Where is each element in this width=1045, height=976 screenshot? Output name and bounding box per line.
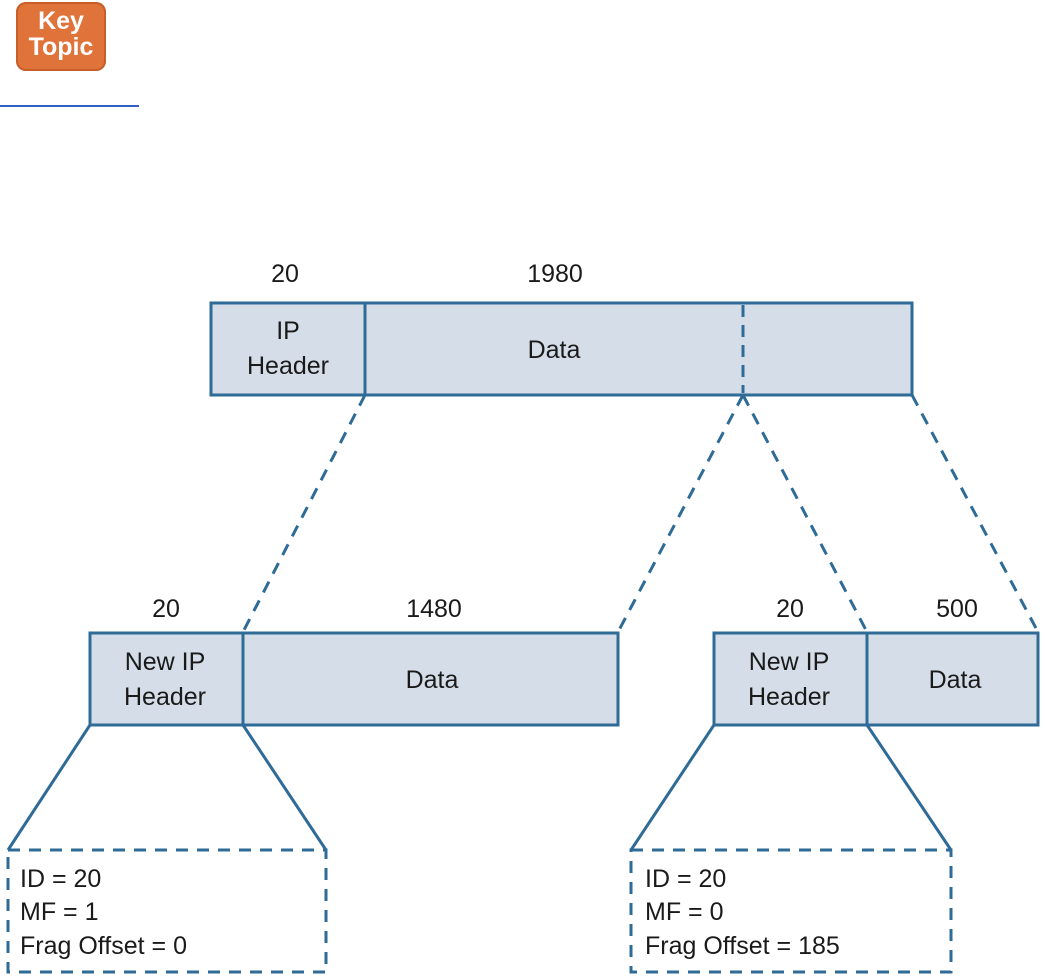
fragment2-fields-box [629, 848, 953, 974]
fragment2-id-field: ID = 20 [645, 865, 726, 893]
original-data-box [363, 301, 914, 397]
fragment2-offset-field: Frag Offset = 185 [645, 932, 840, 960]
badge-line-topic: Topic [28, 33, 94, 61]
fragment1-header-label-line1: New IP [125, 648, 206, 676]
fragment1-data-box [241, 631, 620, 727]
fragment2-callout-left [629, 724, 716, 851]
key-topic-badge: Key Topic [16, 2, 106, 71]
original-data-label: Data [528, 336, 581, 364]
fragment1-id-field: ID = 20 [20, 865, 101, 893]
projection-lines [241, 394, 1040, 633]
fragment2-data-size: 500 [936, 595, 978, 623]
fragment1-header-size: 20 [152, 595, 180, 623]
callout-lines [6, 724, 953, 851]
badge-line-key: Key [38, 7, 84, 35]
key-topic-underline [0, 105, 139, 107]
fragment1-callout-right [241, 724, 328, 851]
fragment1-callout-left [6, 724, 92, 851]
fragment2-data-box [865, 631, 1040, 727]
fragment2-header-label-line2: Header [748, 683, 830, 711]
original-ip-header-box [209, 301, 367, 397]
projection-line-3 [741, 394, 869, 633]
fragment1-offset-field: Frag Offset = 0 [20, 932, 187, 960]
fragment2-header-box [712, 631, 869, 727]
fragment1-header-box [88, 631, 245, 727]
fragment2-header-size: 20 [776, 595, 804, 623]
fragment2-header-label-line1: New IP [749, 648, 830, 676]
fragment1-mf-field: MF = 1 [20, 898, 99, 926]
fragment2-callout-right [865, 724, 953, 851]
fragment2-mf-field: MF = 0 [645, 898, 724, 926]
fragment1-data-label: Data [406, 666, 459, 694]
projection-line-1 [241, 394, 367, 633]
fragment1-data-size: 1480 [406, 595, 462, 623]
fragment1-header-label-line2: Header [124, 683, 206, 711]
fragment2-data-label: Data [929, 666, 982, 694]
original-header-label-line2: Header [247, 352, 329, 380]
projection-line-2 [616, 394, 745, 633]
original-data-size: 1980 [527, 260, 583, 288]
key-topic-label: Key Topic [16, 8, 106, 60]
original-header-size: 20 [271, 260, 299, 288]
fragment1-fields-box [6, 848, 328, 974]
original-header-label-line1: IP [276, 317, 300, 345]
projection-line-4 [910, 394, 1040, 633]
